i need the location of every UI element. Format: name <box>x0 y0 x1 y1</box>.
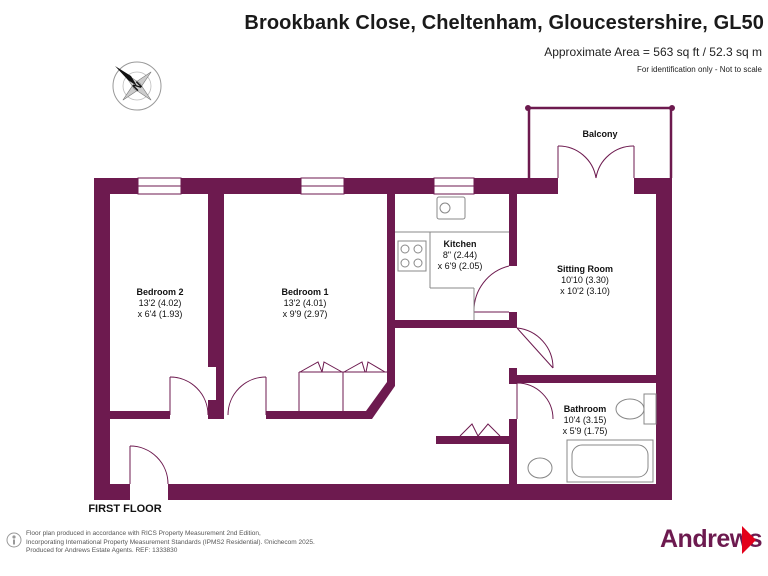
sitting-room-dim1: 10'10 (3.30) <box>561 275 609 285</box>
sink-icon <box>436 196 466 220</box>
rics-icon <box>6 532 22 548</box>
bedroom-2-label: Bedroom 2 <box>136 287 183 297</box>
balcony-label: Balcony <box>582 129 617 139</box>
bedroom-1-dim2: x 9'9 (2.97) <box>283 309 328 319</box>
toilet-icon <box>615 398 645 420</box>
footer-line-2: Incorporating International Property Mea… <box>26 538 315 546</box>
walls <box>94 178 672 500</box>
page-title: Brookbank Close, Cheltenham, Gloucesters… <box>244 12 764 34</box>
floor-label: FIRST FLOOR <box>88 503 161 515</box>
bedroom-2-dim2: x 6'4 (1.93) <box>138 309 183 319</box>
balcony-doors <box>557 145 635 179</box>
area-text: Approximate Area = 563 sq ft / 52.3 sq m <box>544 45 762 59</box>
kitchen-fittings <box>395 196 509 320</box>
basin-icon <box>527 457 553 479</box>
sitting-room-label: Sitting Room <box>557 264 613 274</box>
bedroom-1-label: Bedroom 1 <box>281 287 328 297</box>
kitchen-dim2: x 6'9 (2.05) <box>438 261 483 271</box>
bathroom-dim1: 10'4 (3.15) <box>564 415 607 425</box>
scale-note: For identification only - Not to scale <box>637 65 762 74</box>
bathroom-dim2: x 5'9 (1.75) <box>563 426 608 436</box>
door-swings <box>129 265 554 485</box>
andrews-arrow-icon <box>742 526 756 554</box>
room-labels: Balcony Kitchen 8" (2.44) x 6'9 (2.05) S… <box>88 129 617 515</box>
windows <box>137 177 475 195</box>
kitchen-label: Kitchen <box>443 239 476 249</box>
bathroom-label: Bathroom <box>564 404 607 414</box>
footer-line-3: Produced for Andrews Estate Agents. REF:… <box>26 547 178 554</box>
bathroom-fittings <box>527 393 657 483</box>
bedroom-1-dim1: 13'2 (4.01) <box>284 298 327 308</box>
footer-disclaimer: Floor plan produced in accordance with R… <box>26 530 315 556</box>
balcony-outline <box>527 106 673 178</box>
toilet-cistern-icon <box>643 393 657 425</box>
footer-line-1: Floor plan produced in accordance with R… <box>26 530 261 537</box>
kitchen-dim1: 8" (2.44) <box>443 250 477 260</box>
bedroom-2-dim1: 13'2 (4.02) <box>139 298 182 308</box>
sitting-room-dim2: x 10'2 (3.10) <box>560 286 610 296</box>
compass-icon: N <box>112 61 162 111</box>
